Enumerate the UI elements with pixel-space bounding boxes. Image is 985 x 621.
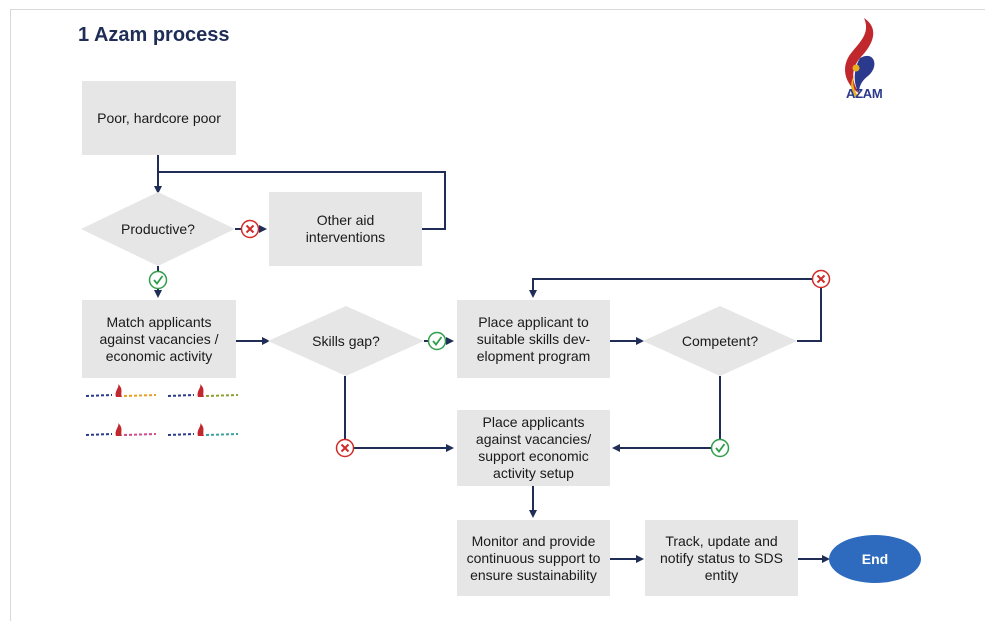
node-monitor: Monitor and provide continuous support t… (457, 520, 610, 596)
no-marker-productive (240, 219, 260, 239)
no-marker-skillsgap (335, 438, 355, 458)
node-match: Match applicants against vacancies / eco… (82, 300, 236, 378)
node-poor: Poor, hardcore poor (82, 81, 236, 155)
end-oval (829, 535, 921, 583)
azam-tani-logo-icon (167, 423, 239, 436)
sub-program-logo-2 (166, 383, 240, 401)
frame-top-border (10, 9, 985, 10)
sub-program-logo-3 (84, 422, 158, 440)
azam-tekat-logo-icon (85, 384, 157, 397)
sub-program-logo-1 (84, 383, 158, 401)
arrow-skillsgap-to-vacancies (344, 376, 454, 452)
node-place-program: Place applicant to suitable skills dev-e… (457, 300, 610, 378)
flame-logo-icon (845, 18, 875, 98)
node-end: End (861, 551, 889, 567)
arrow-otheraid-loop (158, 171, 446, 230)
node-track: Track, update and notify status to SDS e… (645, 520, 798, 596)
skillsgap-diamond (268, 306, 424, 376)
node-skills-gap: Skills gap? (312, 333, 380, 349)
azam-kerja-logo-icon (85, 423, 157, 436)
arrow-competent-to-vacancies (612, 376, 721, 452)
page-title: 1 Azam process (78, 24, 230, 46)
node-productive: Productive? (121, 221, 195, 237)
node-place-vacancies: Place applicants against vacancies/ supp… (457, 410, 610, 486)
yes-marker-competent (710, 438, 730, 458)
yes-marker-productive (148, 270, 168, 290)
logo-text: AZAM (846, 86, 883, 101)
node-competent: Competent? (681, 333, 759, 349)
sub-program-logo-4 (166, 422, 240, 440)
frame-left-border (10, 9, 11, 621)
yes-marker-skillsgap (427, 331, 447, 351)
competent-diamond (643, 306, 797, 376)
no-marker-competent (811, 269, 831, 289)
node-other-aid: Other aid interventions (269, 192, 422, 266)
azam-niaga-logo-icon (167, 384, 239, 397)
productive-diamond (81, 192, 235, 266)
